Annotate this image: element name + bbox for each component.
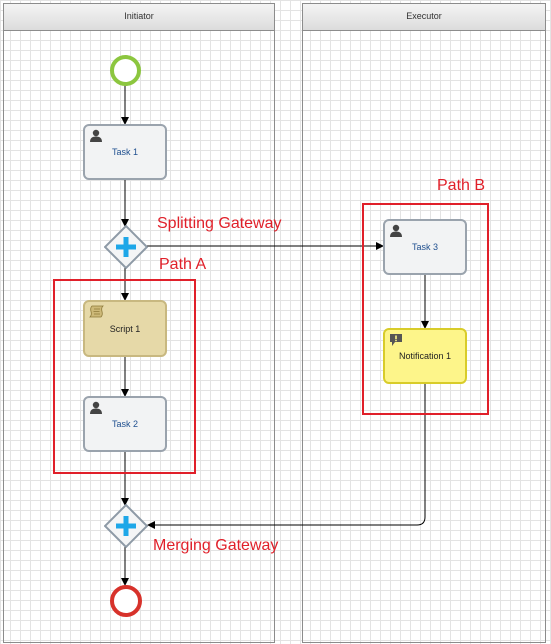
splitting-gateway-annotation: Splitting Gateway <box>157 215 282 232</box>
task-2-label: Task 2 <box>111 419 138 429</box>
task-3-label: Task 3 <box>411 242 438 252</box>
path-b-highlight <box>362 203 489 415</box>
lane-initiator[interactable]: Initiator <box>3 3 275 643</box>
user-icon <box>390 224 402 237</box>
task-1[interactable]: Task 1 <box>83 124 167 180</box>
start-event[interactable] <box>110 55 141 86</box>
merging-gateway-annotation: Merging Gateway <box>153 537 279 554</box>
lane-executor-header: Executor <box>303 4 545 31</box>
path-a-annotation: Path A <box>159 256 207 273</box>
flow-notification1-to-merge <box>147 383 426 529</box>
plus-icon <box>116 516 136 536</box>
plus-icon <box>116 237 136 257</box>
script-icon <box>89 305 104 318</box>
lane-executor[interactable]: Executor <box>302 3 546 643</box>
notification-1-label: Notification 1 <box>398 351 452 361</box>
notification-icon <box>390 334 402 346</box>
script-1[interactable]: Script 1 <box>83 300 167 357</box>
user-icon <box>90 129 102 142</box>
task-1-label: Task 1 <box>111 147 138 157</box>
notification-1[interactable]: Notification 1 <box>383 328 467 384</box>
script-1-label: Script 1 <box>109 323 141 334</box>
path-b-annotation: Path B <box>437 177 486 194</box>
merging-gateway[interactable] <box>104 504 148 548</box>
task-2[interactable]: Task 2 <box>83 396 167 452</box>
path-a-highlight <box>53 279 196 474</box>
end-event[interactable] <box>110 585 142 617</box>
lane-initiator-header: Initiator <box>4 4 274 31</box>
splitting-gateway[interactable] <box>104 225 148 269</box>
task-3[interactable]: Task 3 <box>383 219 467 275</box>
user-icon <box>90 401 102 414</box>
